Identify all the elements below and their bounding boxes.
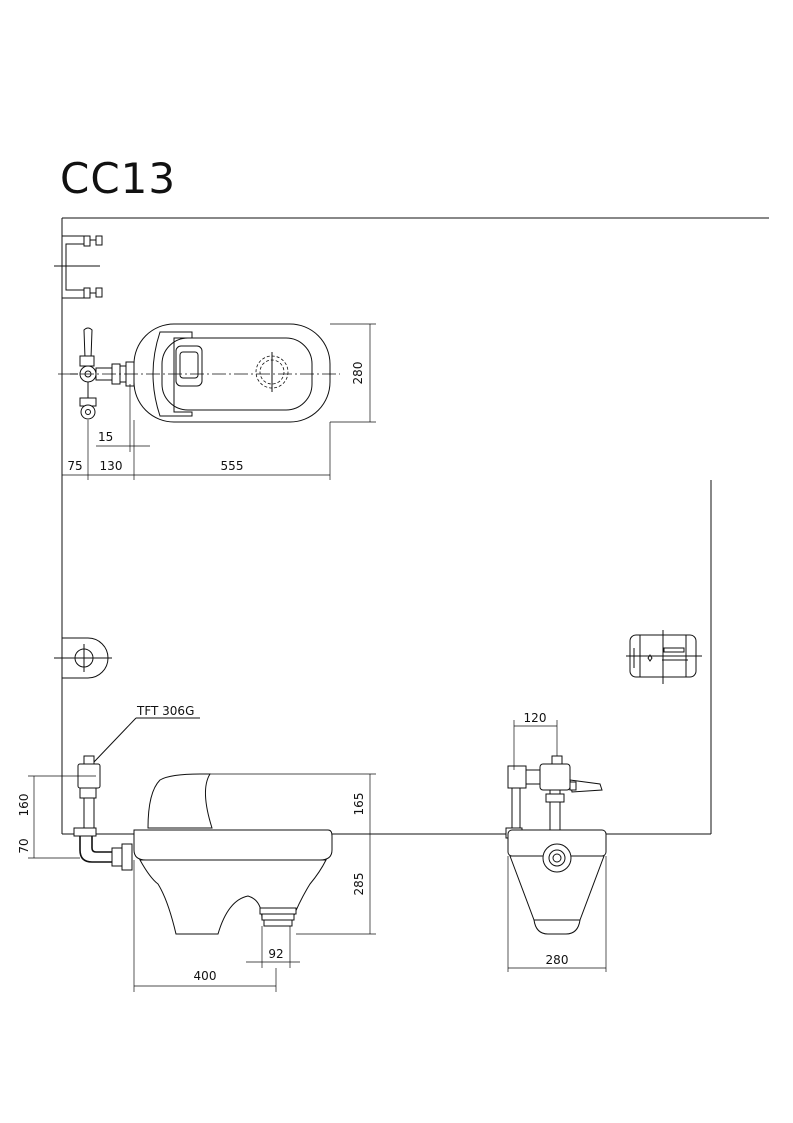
front-flush-valve bbox=[505, 755, 603, 839]
wall-frame bbox=[61, 217, 769, 835]
plan-flush-valve bbox=[70, 327, 135, 420]
side-bowl bbox=[133, 773, 333, 935]
dim-120: 120 bbox=[524, 711, 547, 725]
dim-400: 400 bbox=[194, 969, 217, 983]
front-bowl bbox=[507, 829, 607, 935]
wall-flange-left bbox=[54, 637, 112, 679]
plan-view bbox=[58, 323, 340, 423]
side-view: TFT 306G 160 70 bbox=[17, 704, 376, 992]
dim-160: 160 bbox=[17, 794, 31, 817]
drawing-title: CC13 bbox=[60, 154, 177, 203]
dim-280-front: 280 bbox=[546, 953, 569, 967]
side-flush-valve bbox=[73, 755, 101, 837]
dim-165: 165 bbox=[352, 793, 366, 816]
plan-dimensions: 280 15 75 130 555 bbox=[61, 323, 376, 480]
dim-285: 285 bbox=[352, 873, 366, 896]
front-view: 120 280 bbox=[505, 711, 607, 972]
dim-15: 15 bbox=[98, 430, 113, 444]
dim-75: 75 bbox=[67, 459, 82, 473]
dim-555: 555 bbox=[221, 459, 244, 473]
plan-bowl bbox=[58, 323, 340, 423]
dim-130: 130 bbox=[100, 459, 123, 473]
dim-92: 92 bbox=[268, 947, 283, 961]
flush-valve-label: TFT 306G bbox=[136, 704, 194, 718]
wall-flange-right bbox=[626, 630, 702, 684]
wall-bracket bbox=[54, 235, 103, 299]
dim-70: 70 bbox=[17, 838, 31, 853]
dim-280-plan: 280 bbox=[351, 362, 365, 385]
